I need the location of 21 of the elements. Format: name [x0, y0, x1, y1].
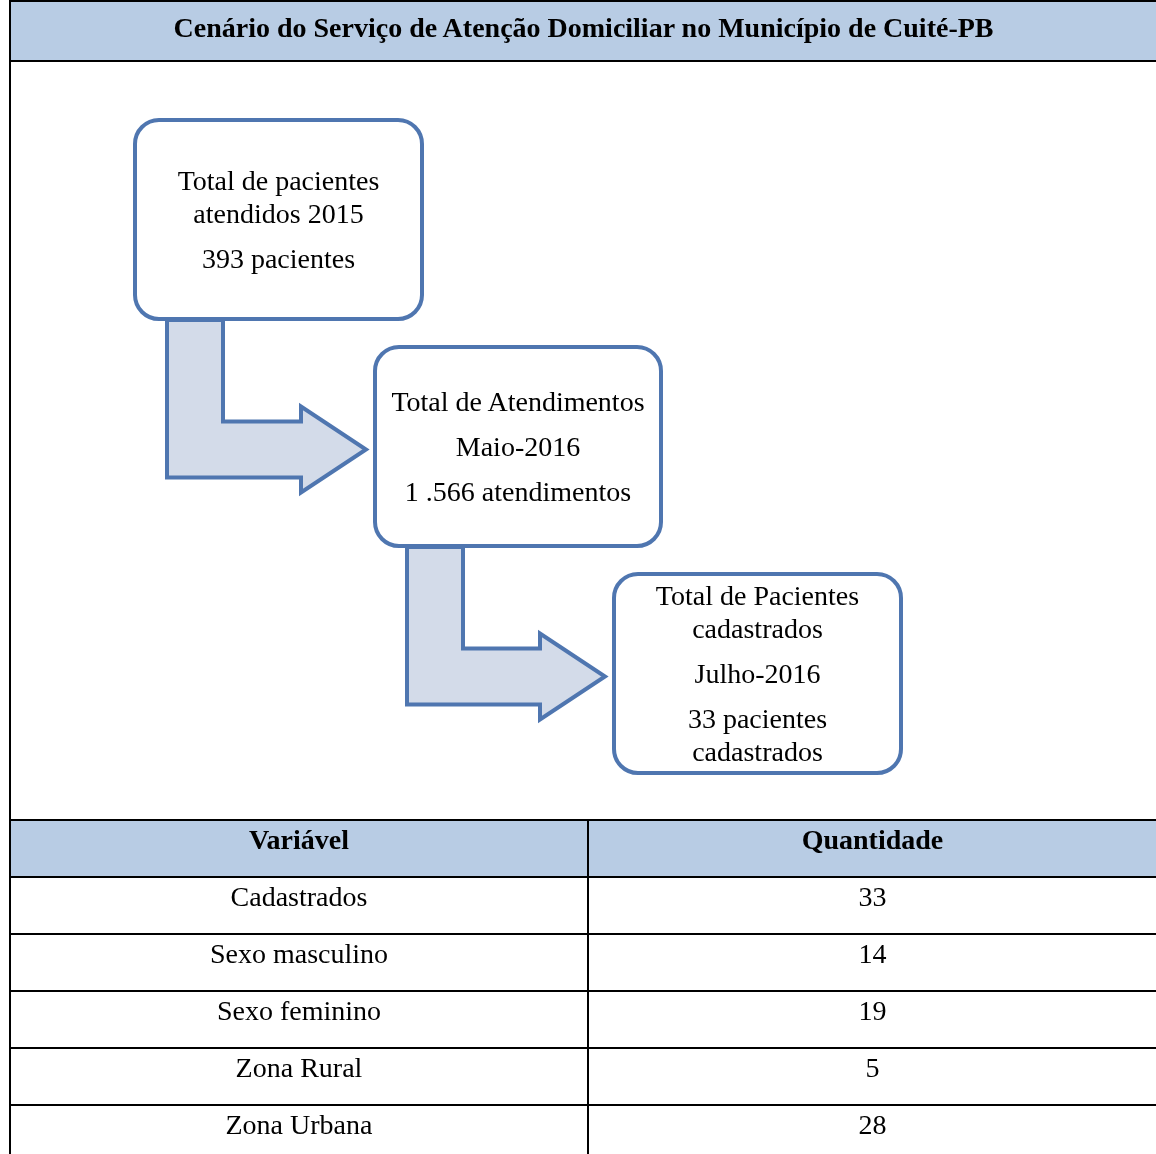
box-text: Total de pacientes atendidos 2015 [176, 164, 381, 230]
table-cell: Sexo masculino [10, 934, 588, 991]
block-arrow [165, 318, 370, 497]
table-header-cell: Variável [10, 820, 588, 877]
box-text: Total de Atendimentos [391, 385, 645, 418]
table-header-cell: Quantidade [587, 820, 1156, 877]
table-cell: Sexo feminino [10, 991, 588, 1048]
table-cell: Zona Rural [10, 1048, 588, 1105]
rounded-box [612, 572, 903, 775]
rounded-box [373, 345, 663, 548]
block-arrow [405, 545, 609, 724]
box-text: Julho-2016 [694, 657, 821, 690]
table-cell: Cadastrados [10, 877, 588, 934]
title-bar: Cenário do Serviço de Atenção Domiciliar no Município de Cuité-PB [9, 0, 1156, 62]
rounded-box [133, 118, 424, 321]
box-text: 33 pacientes cadastrados [686, 702, 829, 768]
box-text: Total de Pacientes cadastrados [654, 579, 861, 645]
box-text: 1 .566 atendimentos [404, 475, 632, 508]
box-text: 393 pacientes [201, 242, 356, 275]
box-text: Maio-2016 [455, 430, 581, 463]
table-cell: Zona Urbana [10, 1105, 588, 1154]
